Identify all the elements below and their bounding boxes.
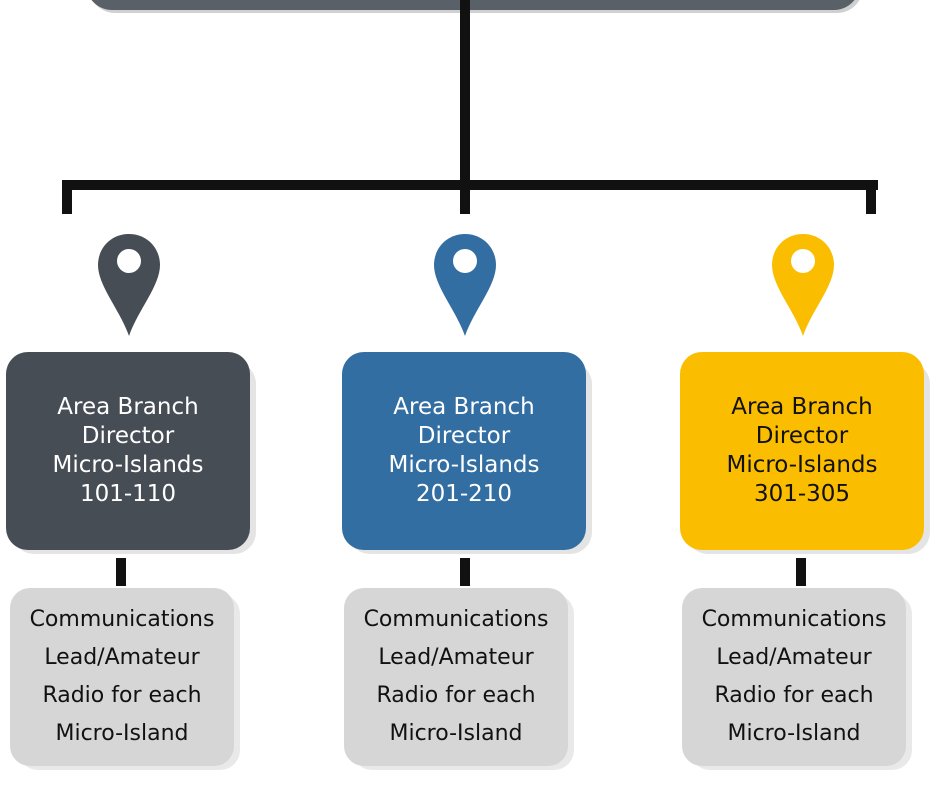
comm-box-right: Communications Lead/Amateur Radio for ea… — [682, 588, 906, 766]
branch-line: Director — [81, 423, 175, 449]
location-pin-icon — [98, 234, 160, 336]
pin-shape — [98, 234, 160, 336]
comm-line: Communications — [363, 607, 549, 632]
branch-box-301-305: Area Branch Director Micro-Islands 301-3… — [680, 352, 924, 550]
comm-connector-left — [116, 558, 126, 586]
branch-line: 301-305 — [753, 481, 851, 507]
comm-line: Communications — [29, 607, 215, 632]
branch-line: Area Branch — [393, 394, 535, 420]
drop-line-right — [866, 180, 876, 214]
comm-line: Lead/Amateur — [378, 645, 534, 670]
branch-box-201-210: Area Branch Director Micro-Islands 201-2… — [342, 352, 586, 550]
pin-hole — [117, 249, 141, 273]
comm-line: Radio for each — [376, 683, 536, 708]
pin-hole — [791, 249, 815, 273]
location-pin-icon — [434, 234, 496, 336]
branch-box-101-110: Area Branch Director Micro-Islands 101-1… — [6, 352, 250, 550]
top-level-box — [86, 0, 860, 10]
branch-line: 101-110 — [79, 481, 177, 507]
branch-line: Micro-Islands — [388, 452, 540, 478]
pin-shape — [434, 234, 496, 336]
branch-line: 201-210 — [415, 481, 513, 507]
comm-connector-right — [796, 558, 806, 586]
comm-line: Micro-Island — [727, 721, 861, 746]
drop-line-left — [62, 180, 72, 214]
comm-box-center: Communications Lead/Amateur Radio for ea… — [344, 588, 568, 766]
comm-line: Communications — [701, 607, 887, 632]
branch-line: Micro-Islands — [726, 452, 878, 478]
pin-hole — [453, 249, 477, 273]
comm-line: Micro-Island — [389, 721, 523, 746]
comm-line: Radio for each — [42, 683, 202, 708]
horizontal-connector — [62, 180, 878, 190]
comm-line: Micro-Island — [55, 721, 189, 746]
comm-line: Lead/Amateur — [44, 645, 200, 670]
comm-line: Lead/Amateur — [716, 645, 872, 670]
branch-line: Micro-Islands — [52, 452, 204, 478]
trunk-line — [460, 0, 470, 186]
pin-shape — [772, 234, 834, 336]
drop-line-center — [460, 180, 470, 214]
branch-line: Director — [417, 423, 511, 449]
branch-line: Area Branch — [731, 394, 873, 420]
branch-line: Director — [755, 423, 849, 449]
comm-line: Radio for each — [714, 683, 874, 708]
branch-line: Area Branch — [57, 394, 199, 420]
comm-box-left: Communications Lead/Amateur Radio for ea… — [10, 588, 234, 766]
comm-connector-center — [460, 558, 470, 586]
location-pin-icon — [772, 234, 834, 336]
